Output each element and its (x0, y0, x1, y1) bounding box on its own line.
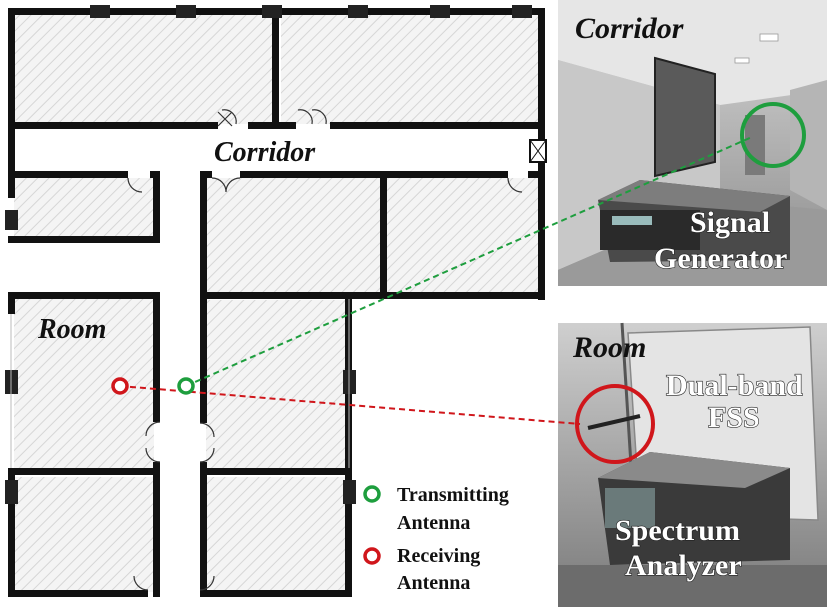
corridor-plan-label: Corridor (214, 137, 316, 168)
room-photo-title: Room (572, 331, 646, 364)
room-fills (14, 14, 539, 592)
legend-tx-line1: Transmitting (397, 484, 509, 506)
legend: Transmitting Antenna Receiving Antenna (363, 484, 509, 594)
signal-generator-label-1: Signal (690, 206, 770, 239)
fss-label-1: Dual-band (666, 369, 803, 402)
doors (127, 109, 547, 591)
rx-antenna-plan-marker (111, 377, 129, 395)
tx-antenna-plan-marker (177, 377, 195, 395)
floor-plan: Corridor Room (5, 5, 547, 597)
corridor-photo: Corridor Signal Generator (558, 0, 827, 286)
rx-antenna-photo-marker (575, 384, 655, 464)
corridor-photo-title: Corridor (575, 12, 684, 45)
spectrum-analyzer-label-1: Spectrum (615, 514, 740, 547)
room-center-upper (206, 178, 380, 292)
room-small-left (14, 178, 154, 238)
room-mid-left (14, 298, 154, 468)
room-bottom-center (206, 477, 345, 592)
signal-generator-device (598, 180, 790, 262)
room-top-right (281, 14, 539, 124)
legend-tx-icon (363, 485, 381, 503)
spectrum-analyzer-label-2: Analyzer (625, 549, 742, 582)
room-photo: Room Dual-band FSS Spectrum Analyzer (558, 322, 827, 607)
room-plan-label: Room (37, 314, 106, 345)
windows (5, 5, 532, 504)
room-right-upper (386, 178, 539, 292)
rx-link-line (119, 385, 581, 425)
spectrum-analyzer-device (598, 452, 790, 565)
legend-rx-line2: Antenna (397, 572, 470, 594)
room-top-left (14, 14, 272, 124)
room-bottom-left (14, 477, 154, 592)
tx-antenna-photo-marker (740, 102, 806, 168)
signal-generator-label-2: Generator (654, 242, 787, 275)
legend-rx-icon (363, 547, 381, 565)
connectors (119, 136, 753, 425)
legend-tx-line2: Antenna (397, 512, 470, 534)
legend-rx-line1: Receiving (397, 545, 480, 567)
tx-link-line (185, 136, 753, 387)
fss-label-2: FSS (708, 401, 760, 434)
room-center-lower (206, 300, 380, 468)
